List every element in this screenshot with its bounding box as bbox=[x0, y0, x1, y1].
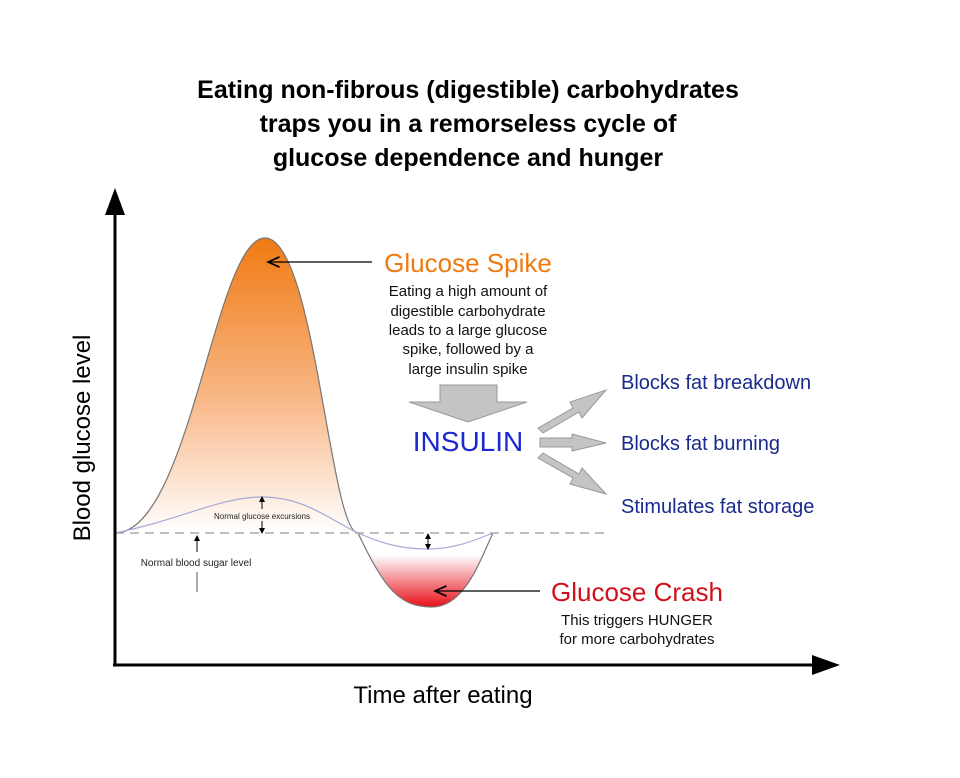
spike-text-4: spike, followed by a bbox=[403, 341, 535, 358]
title-line-3: glucose dependence and hunger bbox=[273, 144, 664, 172]
down-arrow-to-insulin bbox=[408, 384, 528, 423]
spike-heading: Glucose Spike bbox=[384, 248, 552, 278]
normal-excursions-label: Normal glucose excursions bbox=[214, 512, 310, 521]
glucose-spike-area bbox=[115, 238, 358, 533]
title-line-1: Eating non-fibrous (digestible) carbohyd… bbox=[197, 76, 739, 104]
spike-text-2: digestible carbohydrate bbox=[390, 303, 545, 320]
spike-text-3: leads to a large glucose bbox=[389, 322, 547, 339]
effect-blocks-fat-burning: Blocks fat burning bbox=[621, 433, 780, 455]
effect-arrow-down bbox=[537, 452, 608, 495]
glucose-curve bbox=[114, 237, 494, 608]
y-axis-arrowhead bbox=[105, 188, 125, 215]
normal-level-label: Normal blood sugar level bbox=[141, 558, 252, 569]
spike-text-5: large insulin spike bbox=[408, 361, 527, 378]
effect-blocks-fat-breakdown: Blocks fat breakdown bbox=[621, 372, 811, 394]
effect-arrow-up bbox=[537, 388, 608, 434]
effect-arrow-right bbox=[539, 433, 607, 452]
y-axis-label: Blood glucose level bbox=[69, 335, 96, 542]
glucose-crash-area bbox=[358, 533, 493, 607]
crash-text-1: This triggers HUNGER bbox=[561, 612, 713, 629]
x-axis-arrowhead bbox=[812, 655, 840, 675]
effect-stimulates-fat-storage: Stimulates fat storage bbox=[621, 496, 814, 518]
spike-text-1: Eating a high amount of bbox=[389, 283, 548, 300]
crash-text-2: for more carbohydrates bbox=[559, 631, 714, 648]
title-line-2: traps you in a remorseless cycle of bbox=[260, 110, 678, 138]
normal-excursion-curve bbox=[114, 496, 494, 550]
x-axis-label: Time after eating bbox=[353, 682, 532, 709]
insulin-label: INSULIN bbox=[413, 426, 523, 457]
crash-heading: Glucose Crash bbox=[551, 577, 723, 607]
